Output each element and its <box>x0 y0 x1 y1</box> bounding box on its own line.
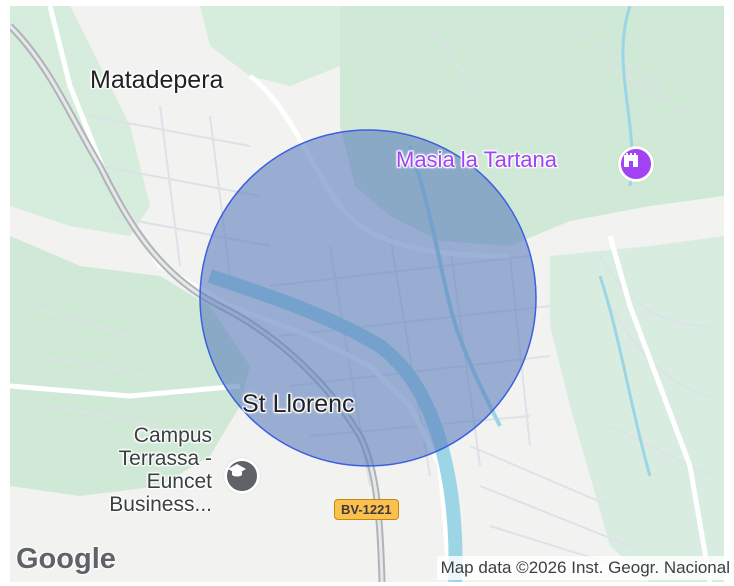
place-label-st-llorenc[interactable]: St Llorenc <box>242 390 355 418</box>
school-pin[interactable] <box>224 458 260 494</box>
map-base <box>10 6 724 582</box>
castle-icon <box>624 153 638 167</box>
poi-label-campus[interactable]: Campus Terrassa - Euncet Business... <box>109 424 212 516</box>
poi-label-masia[interactable]: Masia la Tartana <box>396 147 558 172</box>
google-logo[interactable]: Google <box>16 543 116 575</box>
park-north <box>200 6 340 86</box>
school-icon <box>228 464 246 477</box>
radius-circle-overlay[interactable] <box>199 129 537 467</box>
map-attribution[interactable]: Map data ©2026 Inst. Geogr. Nacional <box>436 556 734 580</box>
castle-pin[interactable] <box>618 146 654 182</box>
park-north-west <box>10 6 150 236</box>
road-shield-bv1221: BV-1221 <box>334 499 399 520</box>
map-canvas[interactable]: Matadepera St Llorenc Masia la Tartana C… <box>10 6 724 582</box>
park-east <box>550 236 724 582</box>
stream-east <box>598 275 652 477</box>
park-west <box>10 236 250 496</box>
place-label-matadepera[interactable]: Matadepera <box>90 66 224 94</box>
